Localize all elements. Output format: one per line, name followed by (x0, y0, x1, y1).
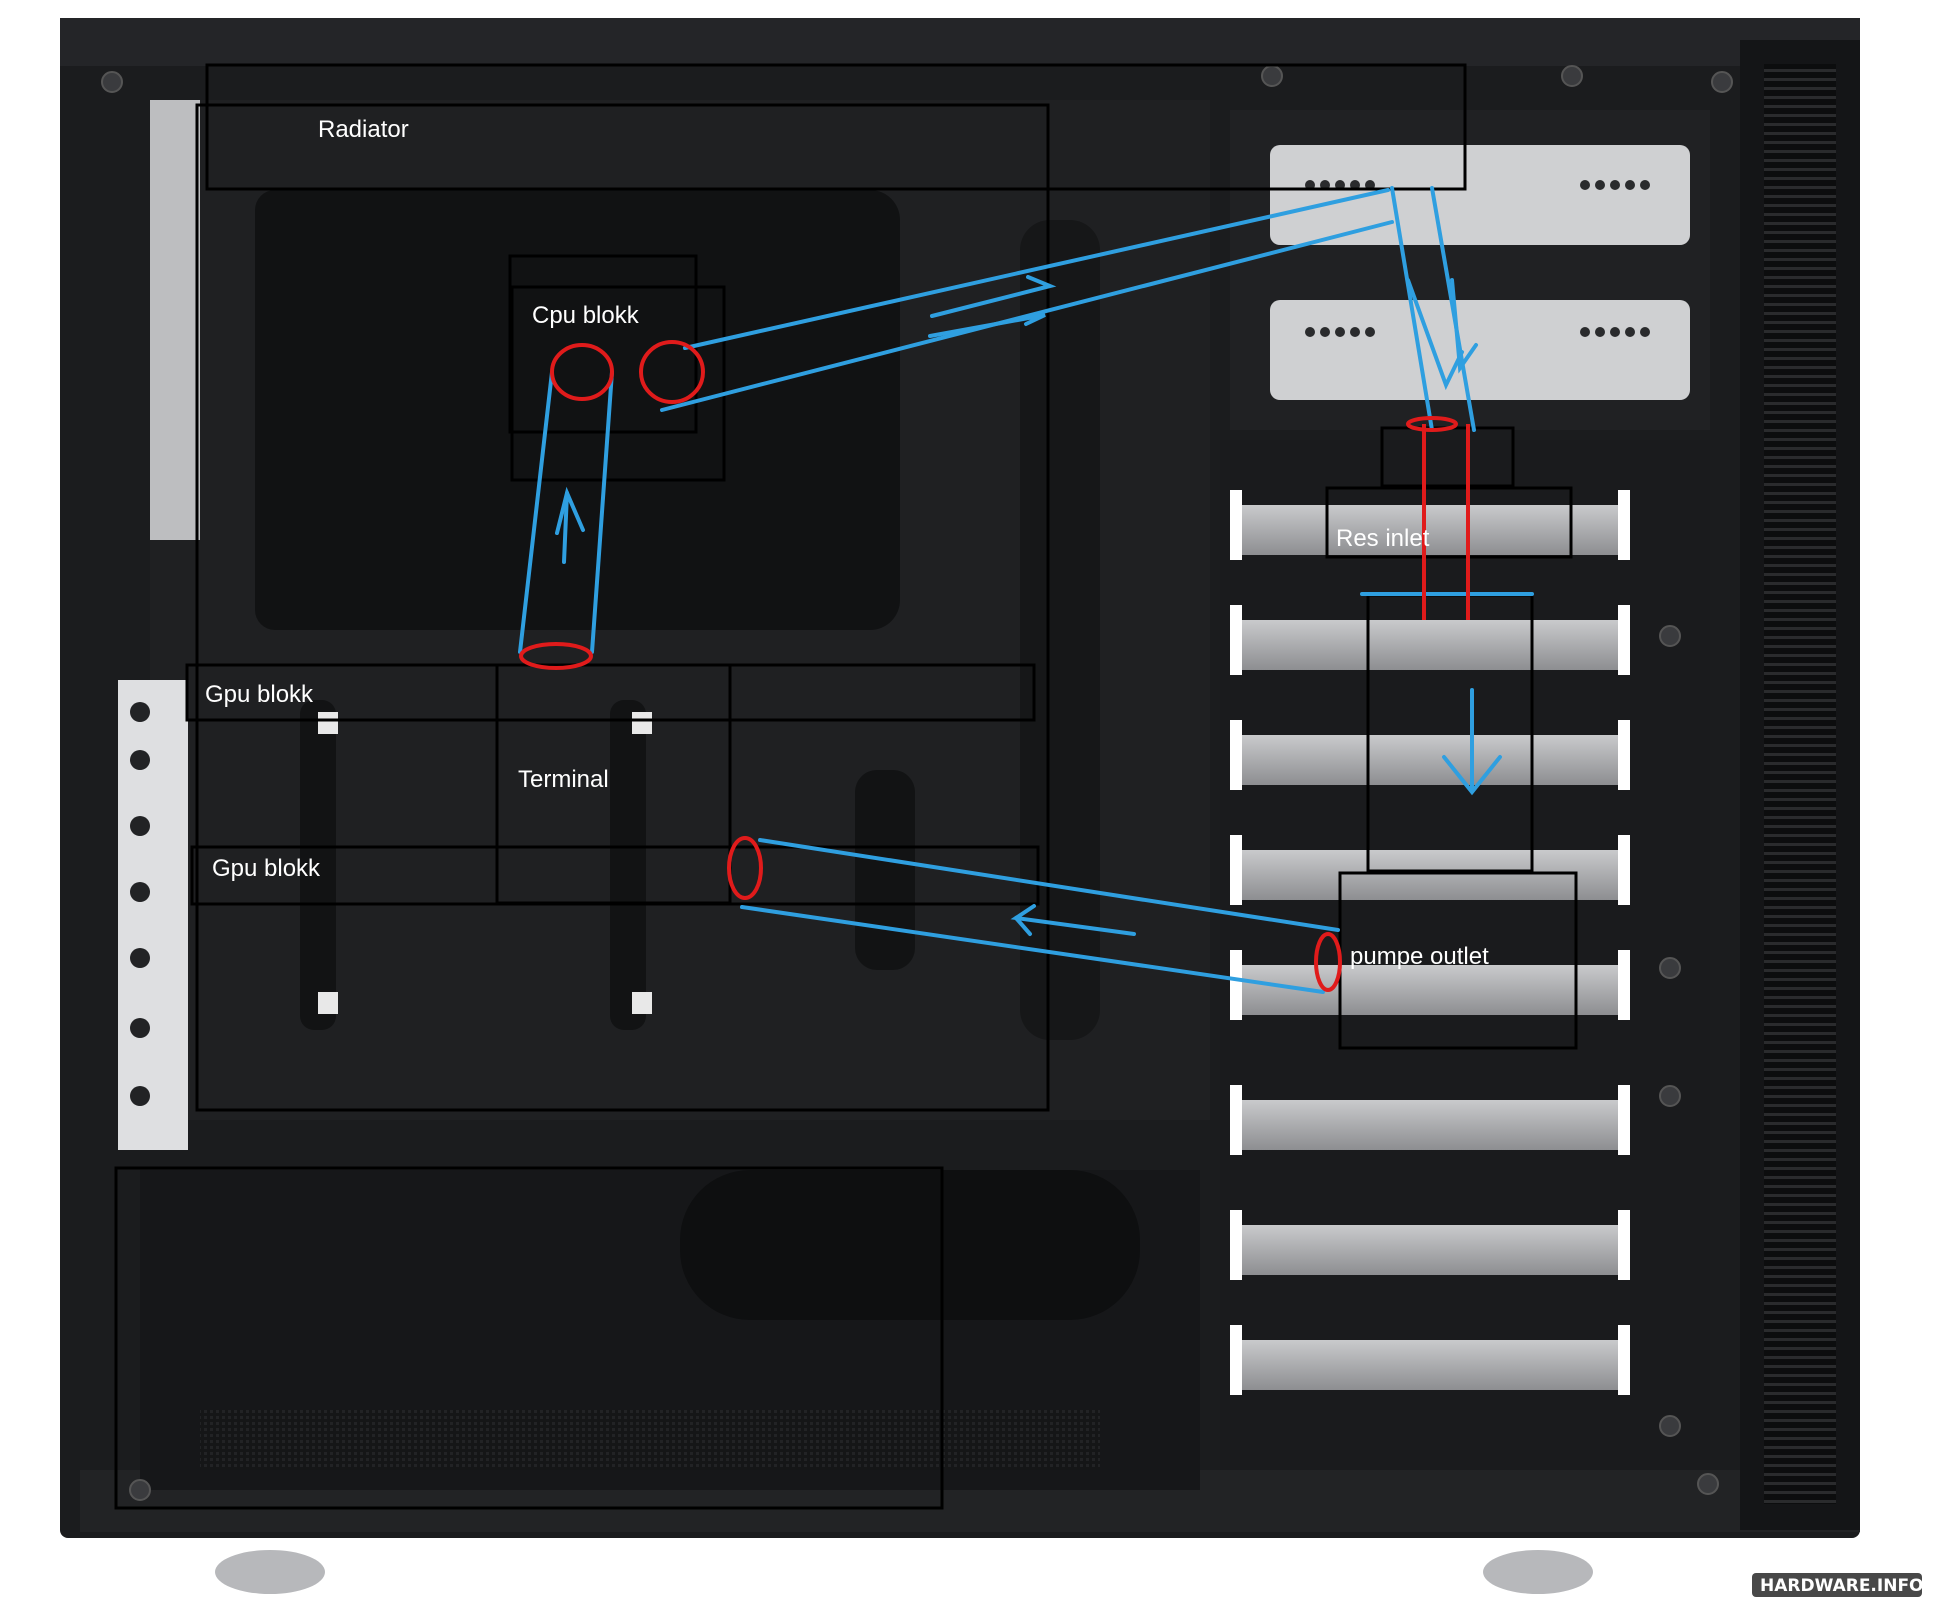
psu-cable-cutout (680, 1170, 1140, 1320)
res-inlet-box (1325, 486, 1573, 559)
pc-case (60, 18, 1860, 1594)
tube-radiator-to-cpu (683, 188, 1390, 350)
cpu-block-box-inner (510, 285, 726, 482)
tray-slot (610, 700, 646, 1030)
label-pump-outlet: pumpe outlet (1350, 943, 1489, 970)
label-cpu-block: Cpu blokk (532, 302, 640, 329)
label-gpu-block-top: Gpu blokk (205, 681, 314, 708)
optical-bay-2 (1270, 300, 1690, 400)
cpu-inlet-fitting (550, 343, 614, 401)
coolant-routing (518, 186, 1534, 994)
label-radiator: Radiator (318, 116, 409, 143)
tray-hole (318, 712, 338, 734)
watermark-badge (1752, 1573, 1922, 1597)
radiator-box (205, 63, 1467, 191)
tube-radiator-to-res (1390, 186, 1434, 432)
annotation-labels: Radiator Cpu blokk Gpu blokk Terminal Gp… (205, 116, 1489, 970)
front-vent-mesh (1764, 64, 1836, 1504)
flow-arrow-icon (1450, 278, 1478, 374)
flow-arrow-icon (1406, 278, 1464, 391)
flow-arrow-icon (928, 313, 1046, 338)
cpu-cutout (255, 190, 900, 630)
gpu-top-fitting (519, 642, 593, 670)
flow-arrow-shaft (562, 491, 569, 564)
gpu-block-bottom-box (190, 845, 1040, 906)
tube-radiator-to-cpu (660, 220, 1394, 412)
case-foot-left (215, 1550, 325, 1594)
label-res-inlet: Res inlet (1336, 525, 1430, 552)
case-foot-right (1483, 1550, 1593, 1594)
tube-gpu-to-cpu (590, 370, 614, 654)
expansion-slots (118, 680, 188, 1150)
rear-fan (150, 100, 200, 540)
tray-hole (632, 992, 652, 1014)
gpu-bottom-fitting (727, 836, 763, 900)
watermark-text: HARDWARE.INFO (1760, 1576, 1924, 1596)
case-top-rail (60, 18, 1860, 66)
case-screws (101, 65, 1733, 1501)
psu-floor-mesh (200, 1410, 1100, 1470)
label-terminal: Terminal (518, 766, 609, 793)
fittings (519, 340, 1470, 992)
psu-box (114, 1166, 944, 1510)
tray-slot (300, 700, 336, 1030)
flow-arrow-icon (930, 275, 1057, 318)
cpu-outlet-fitting (639, 340, 705, 404)
tube-pump-to-gpu (740, 905, 1325, 994)
hardware-info-watermark: HARDWARE.INFO (1752, 1573, 1924, 1597)
expansion-slot-screws (130, 702, 150, 1106)
tray-hole (632, 712, 652, 734)
hdd-trays (1230, 490, 1630, 1395)
flow-arrow-shaft (1014, 916, 1032, 936)
tube-gpu-to-cpu (518, 370, 554, 654)
optical-bay-1 (1270, 145, 1690, 245)
cable-grommet-column (1020, 220, 1100, 1040)
label-gpu-block-bottom: Gpu blokk (212, 855, 321, 882)
pump-outlet-fitting (1314, 932, 1342, 992)
tray-hole (318, 992, 338, 1014)
motherboard-box (195, 103, 1050, 1112)
res-inlet-fitting (1406, 416, 1458, 432)
flow-arrow-icon (1442, 755, 1502, 796)
tray-slot (855, 770, 915, 970)
tube-pump-to-gpu (758, 838, 1340, 932)
